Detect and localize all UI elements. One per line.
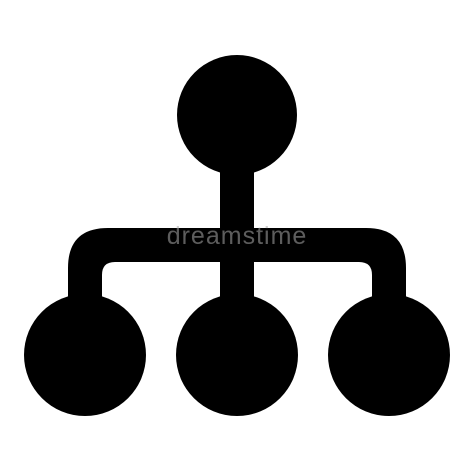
bottom-right-node-circle — [328, 294, 450, 416]
bottom-center-node-circle — [176, 294, 298, 416]
top-node-circle — [177, 55, 297, 175]
branch-connector — [68, 228, 406, 310]
bottom-left-node-circle — [24, 294, 146, 416]
